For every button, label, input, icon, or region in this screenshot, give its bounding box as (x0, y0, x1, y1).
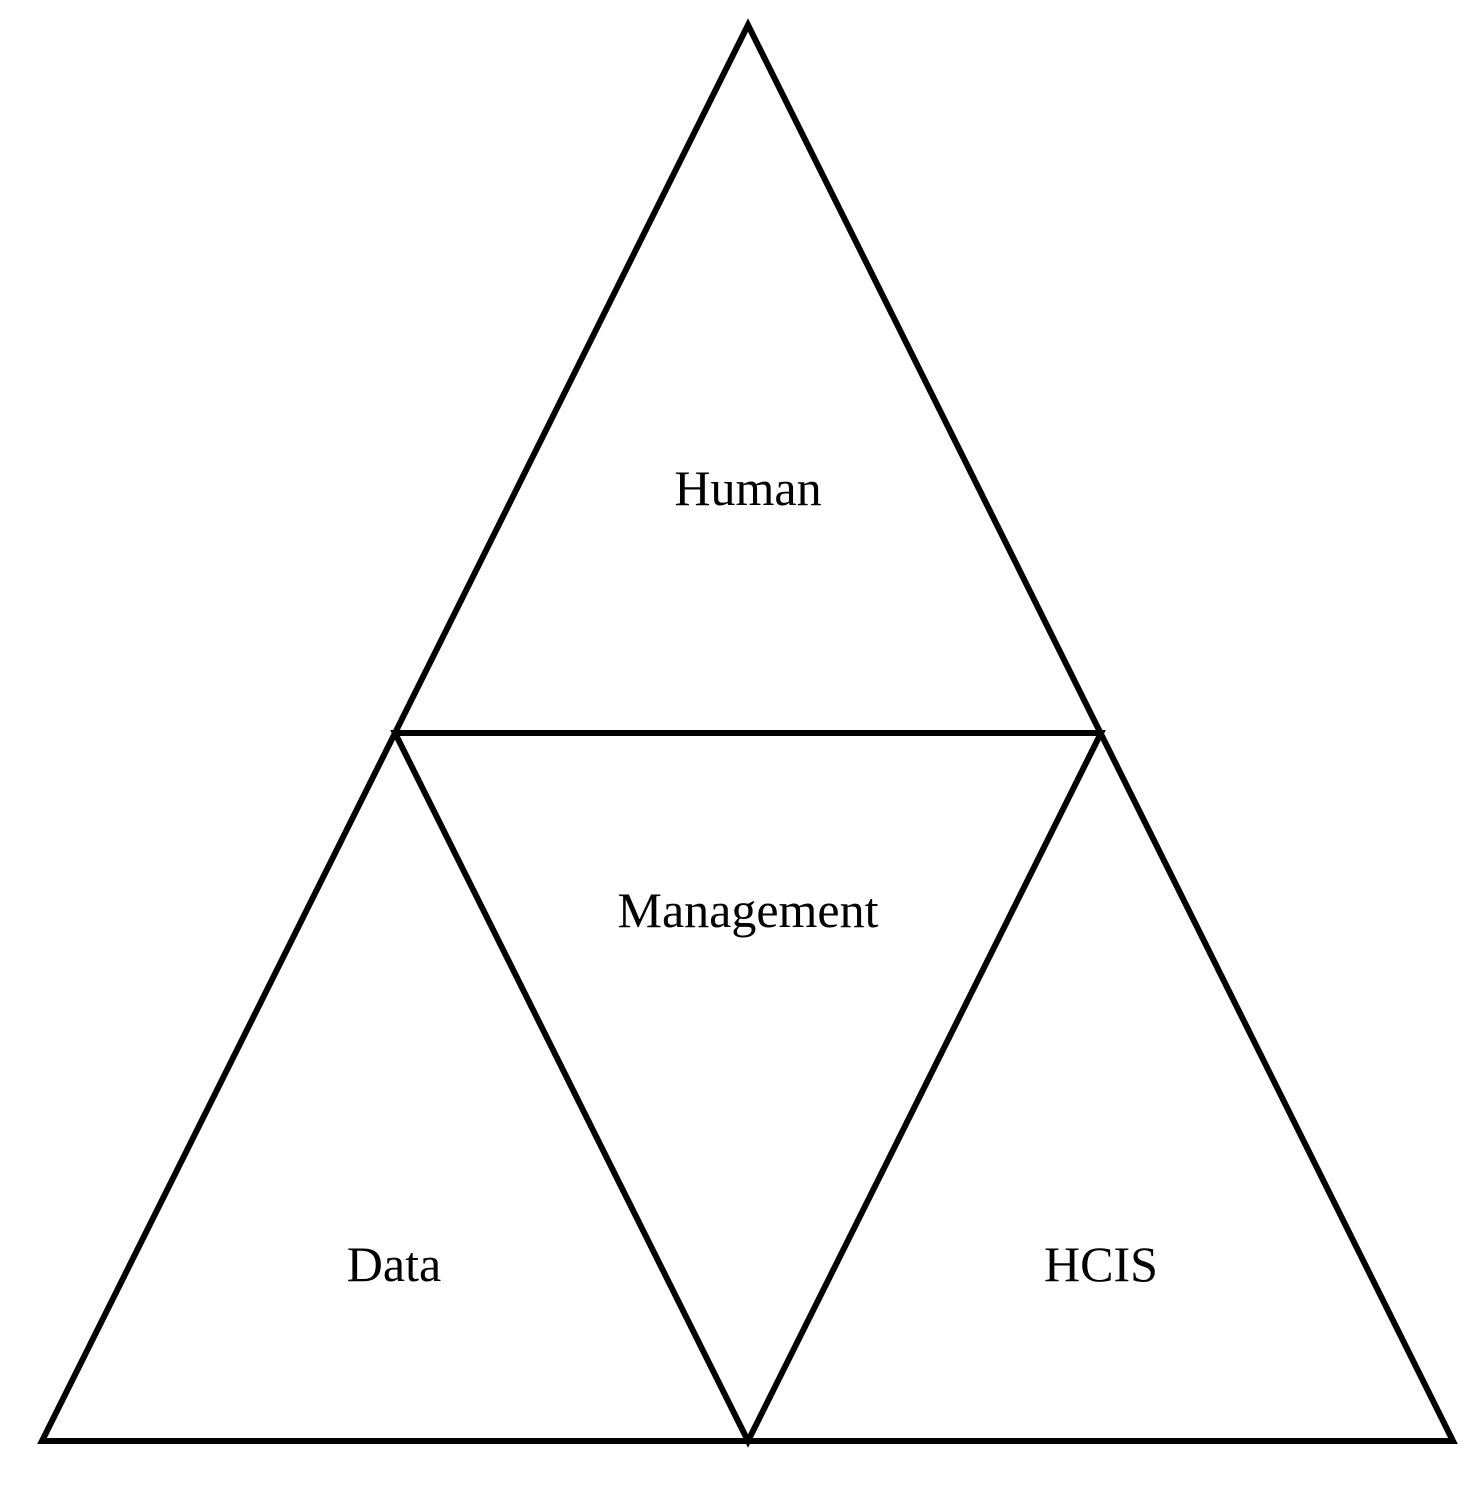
region-label-data: Data (347, 1236, 441, 1292)
region-label-human: Human (674, 460, 821, 516)
inner-inverted-triangle (390, 730, 1106, 1448)
region-label-hcis: HCIS (1044, 1236, 1158, 1292)
region-label-management: Management (617, 882, 878, 938)
